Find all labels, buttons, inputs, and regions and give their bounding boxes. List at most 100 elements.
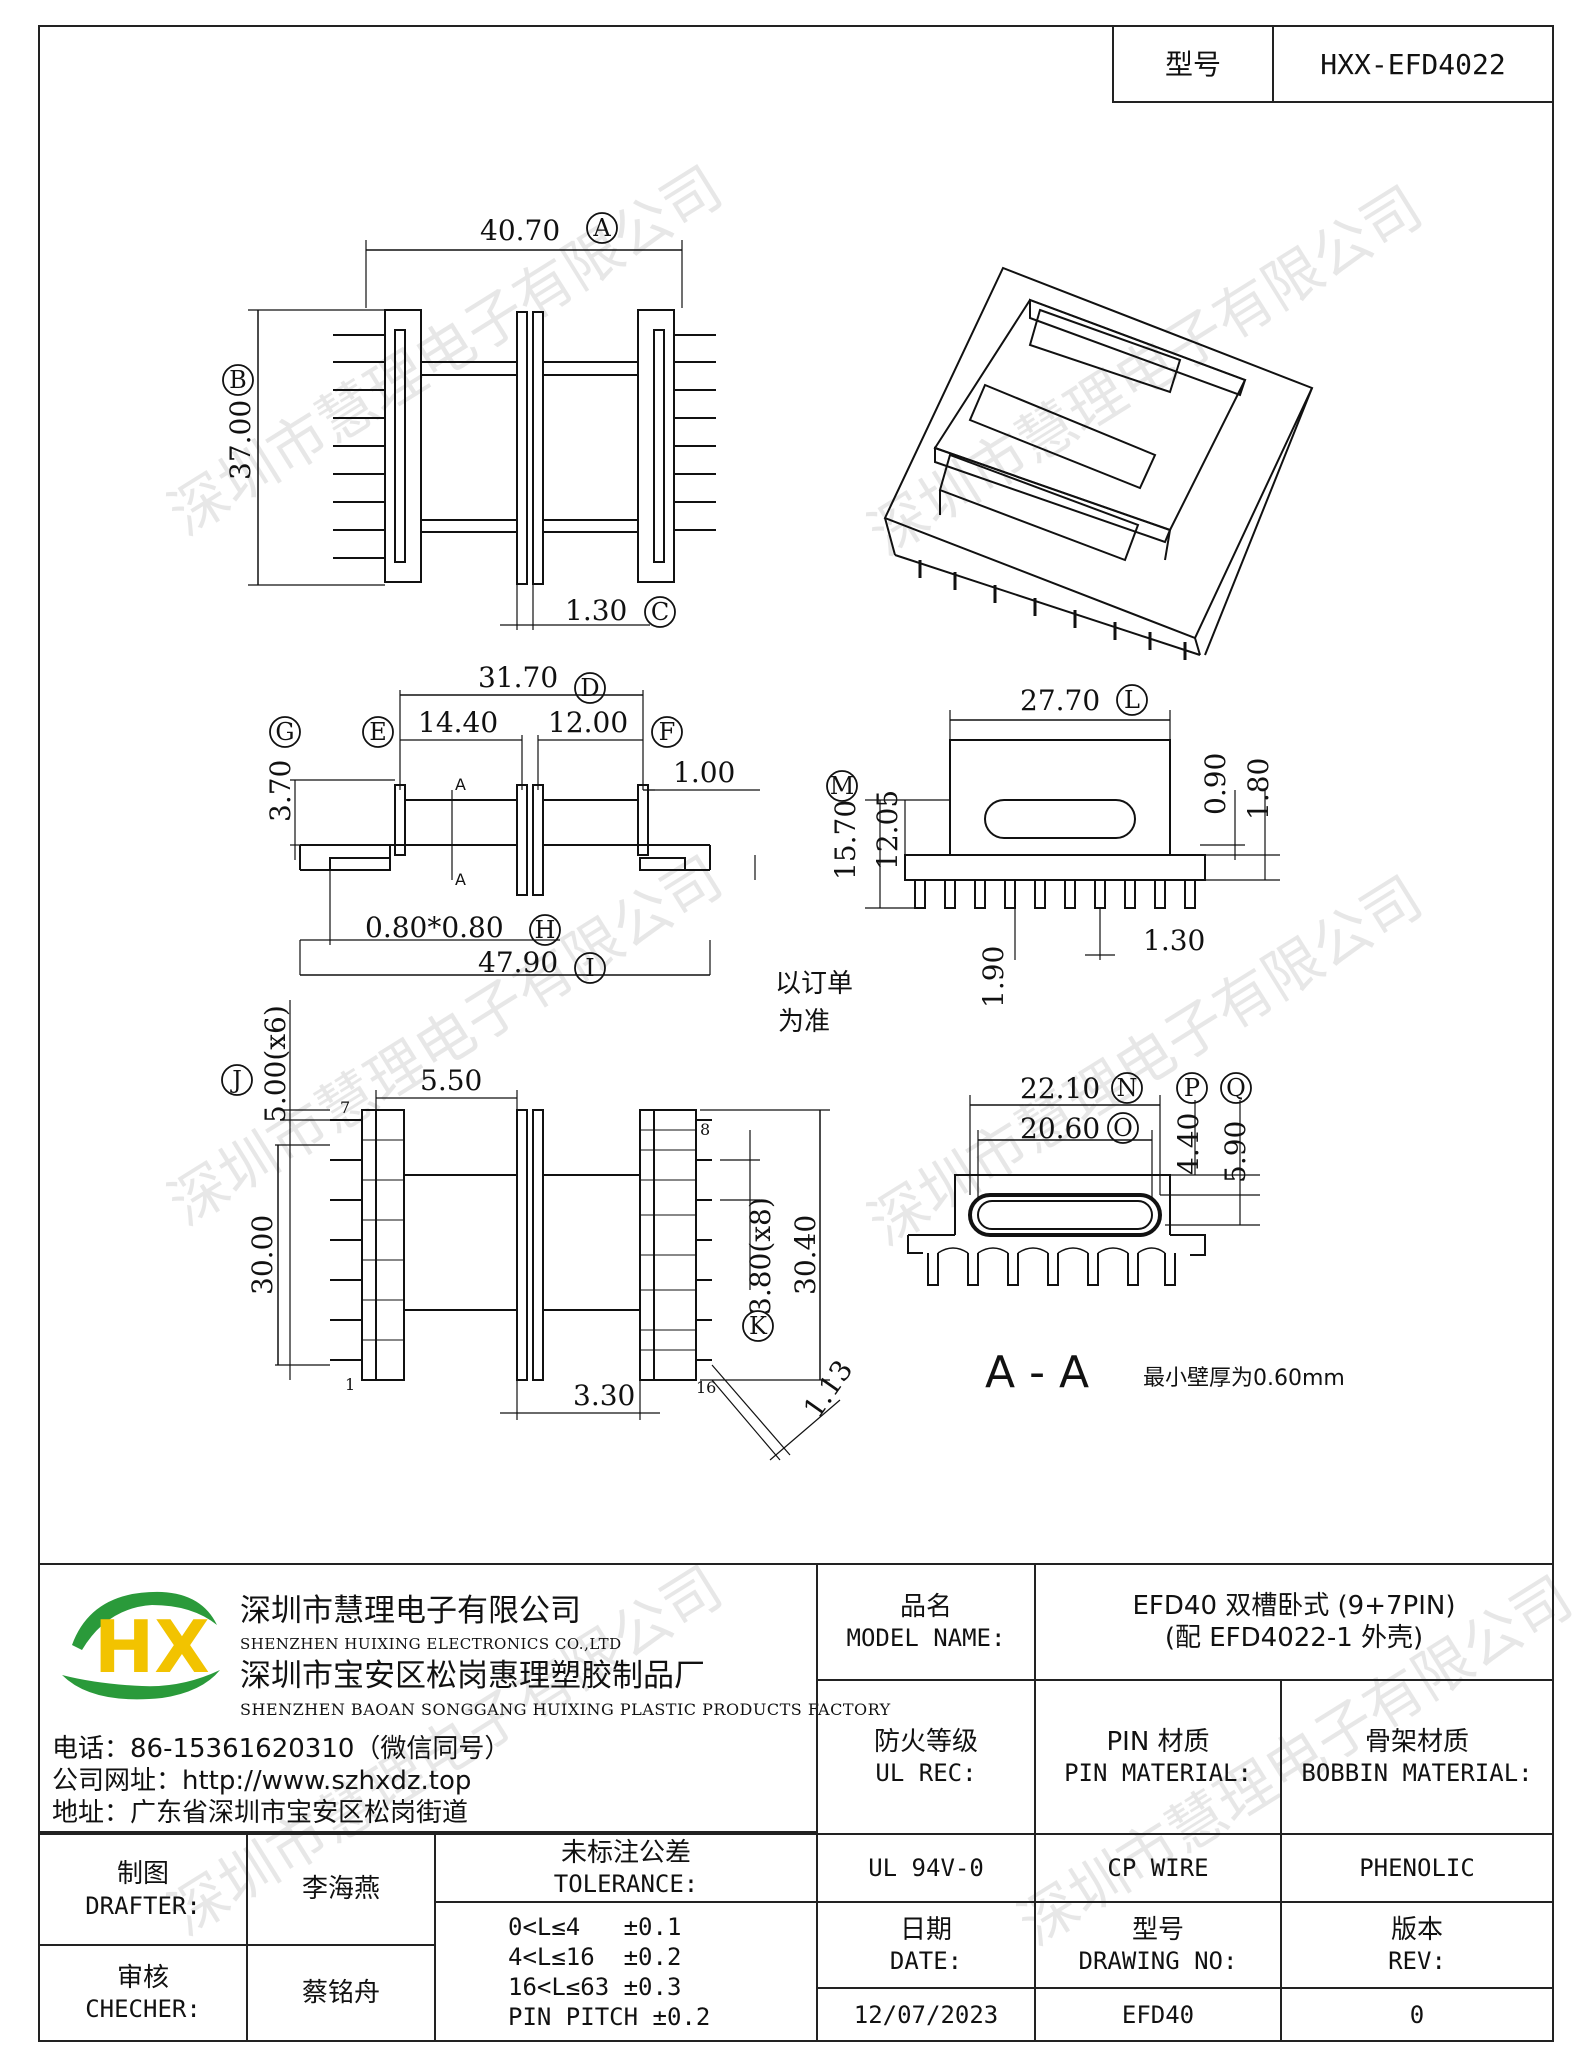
dim-1-13: 1.13	[797, 1354, 860, 1424]
circle-j: J	[229, 1066, 242, 1094]
bobbin-material-label-cell: 骨架材质 BOBBIN MATERIAL:	[1280, 1679, 1554, 1835]
technical-drawing: A B C D E F G H I J K L M N O P Q 40.70 …	[221, 212, 1345, 1461]
dim-3-70: 3.70	[264, 760, 297, 822]
wall-note: 最小壁厚为0.60mm	[1143, 1366, 1345, 1391]
section-mark-a-bottom: A	[455, 870, 466, 889]
dim-0-80: 0.80*0.80	[365, 911, 504, 944]
date-value: 12/07/2023	[853, 2000, 999, 2029]
circle-p: P	[1184, 1074, 1200, 1102]
model-value: HXX-EFD4022	[1320, 47, 1506, 81]
dim-47-90: 47.90	[478, 946, 558, 979]
company-name-en: SHENZHEN HUIXING ELECTRONICS CO.,LTD	[240, 1635, 622, 1653]
circle-e: E	[369, 718, 387, 746]
section-mark-a-top: A	[455, 775, 466, 794]
circle-a: A	[592, 214, 611, 242]
circle-f: F	[659, 718, 676, 746]
circle-n: N	[1117, 1074, 1138, 1102]
rev-value-cell: 0	[1280, 1987, 1554, 2042]
dim-12-00: 12.00	[548, 706, 628, 739]
model-name-value-cell: EFD40 双槽卧式 (9+7PIN) (配 EFD4022-1 外壳)	[1034, 1563, 1554, 1681]
drawing-no-label-cell: 型号 DRAWING NO:	[1034, 1901, 1282, 1989]
company-address: 地址：广东省深圳市宝安区松岗街道	[52, 1798, 469, 1828]
drawing-no-label-cn: 型号	[1131, 1914, 1184, 1945]
dim-5-90: 5.90	[1219, 1121, 1252, 1183]
tolerance-line-2: 4<L≤16 ±0.2	[508, 1942, 682, 1971]
bobbin-material-label-en: BOBBIN MATERIAL:	[1301, 1759, 1533, 1788]
dim-5-50: 5.50	[420, 1064, 482, 1097]
dimension-texts: 40.70 37.00 1.30 31.70 14.40 12.00 1.00 …	[224, 214, 1275, 1424]
dim-30-00: 30.00	[246, 1215, 279, 1295]
tolerance-line-3: 16<L≤63 ±0.3	[508, 1972, 682, 2001]
tolerance-label-cell: 未标注公差 TOLERANCE:	[434, 1833, 818, 1903]
checker-name-cell: 蔡铭舟	[246, 1944, 436, 2042]
dim-27-70: 27.70	[1020, 684, 1100, 717]
date-label-en: DATE:	[889, 1947, 963, 1976]
ul-rec-label-cell: 防火等级 UL REC:	[816, 1679, 1036, 1835]
dim-1-30-right: 1.30	[1143, 924, 1205, 957]
tolerance-label-cn: 未标注公差	[560, 1837, 691, 1868]
ul-rec-label-cn: 防火等级	[873, 1726, 978, 1757]
dim-5-00-x6: 5.00(x6)	[259, 1005, 292, 1123]
factory-name-en: SHENZHEN BAOAN SONGGANG HUIXING PLASTIC …	[240, 1700, 891, 1719]
company-phone: 电话：86-15361620310（微信同号）	[52, 1734, 511, 1764]
pin-material-label-cn: PIN 材质	[1106, 1726, 1210, 1757]
dim-1-00: 1.00	[673, 756, 735, 789]
drafter-label-cell: 制图 DRAFTER:	[38, 1833, 248, 1946]
circle-b: B	[229, 366, 247, 394]
bottom-view	[275, 1000, 841, 1461]
dim-40-70: 40.70	[480, 214, 560, 247]
dim-31-70: 31.70	[478, 661, 558, 694]
model-name-line1: EFD40 双槽卧式 (9+7PIN)	[1132, 1590, 1456, 1621]
model-name-label-cn: 品名	[899, 1591, 952, 1622]
dim-12-05: 12.05	[871, 790, 904, 870]
dim-30-40: 30.40	[789, 1215, 822, 1295]
tolerance-values-cell: 0<L≤4 ±0.1 4<L≤16 ±0.2 16<L≤63 ±0.3 PIN …	[434, 1901, 818, 2042]
drafter-label-en: DRAFTER:	[85, 1891, 201, 1920]
circle-o: O	[1113, 1114, 1133, 1142]
rev-label-en: REV:	[1388, 1947, 1446, 1976]
checker-label-cn: 审核	[116, 1962, 169, 1993]
circle-h: H	[535, 916, 556, 944]
order-note-1: 以订单	[775, 969, 853, 999]
dim-3-30: 3.30	[573, 1379, 635, 1412]
model-label: 型号	[1164, 47, 1221, 81]
factory-name-cn: 深圳市宝安区松岗惠理塑胶制品厂	[240, 1658, 705, 1694]
model-value-cell: HXX-EFD4022	[1272, 25, 1554, 103]
pin-material-label-en: PIN MATERIAL:	[1064, 1759, 1252, 1788]
pin-material-value-cell: CP WIRE	[1034, 1833, 1282, 1903]
pin-material-value: CP WIRE	[1107, 1854, 1209, 1882]
end-view	[865, 710, 1280, 960]
bobbin-material-value: PHENOLIC	[1359, 1854, 1475, 1882]
circle-m: M	[830, 772, 855, 800]
tolerance-line-1: 0<L≤4 ±0.1	[508, 1912, 682, 1941]
order-note-2: 为准	[778, 1007, 830, 1037]
checker-label-en: CHECHER:	[85, 1995, 201, 2024]
pin-material-label-cell: PIN 材质 PIN MATERIAL:	[1034, 1679, 1282, 1835]
circle-q: Q	[1226, 1074, 1246, 1102]
drawing-no-label-en: DRAWING NO:	[1078, 1947, 1238, 1976]
pin-labels: 7 8 1 16	[340, 1098, 716, 1397]
section-view	[907, 1095, 1260, 1286]
ul-rec-label-en: UL REC:	[875, 1759, 977, 1788]
top-view	[248, 240, 716, 630]
drawing-no-value-cell: EFD40	[1034, 1987, 1282, 2042]
logo-text: HX	[94, 1605, 210, 1689]
date-value-cell: 12/07/2023	[816, 1987, 1036, 2042]
rev-label-cn: 版本	[1390, 1914, 1443, 1945]
pin-label-7: 7	[340, 1098, 350, 1117]
checker-name: 蔡铭舟	[301, 1977, 380, 2008]
model-name-label-cell: 品名 MODEL NAME:	[816, 1563, 1036, 1681]
iso-view	[883, 266, 1314, 660]
tolerance-line-4: PIN PITCH ±0.2	[508, 2002, 711, 2031]
circle-k: K	[749, 1312, 768, 1340]
circle-i: I	[585, 954, 594, 982]
dim-3-80-x8: 3.80(x8)	[744, 1197, 777, 1315]
dim-14-40: 14.40	[418, 706, 498, 739]
checker-label-cell: 审核 CHECHER:	[38, 1944, 248, 2042]
dim-15-70: 15.70	[829, 800, 862, 880]
model-name-line2: (配 EFD4022-1 外壳)	[1164, 1623, 1424, 1653]
bobbin-material-label-cn: 骨架材质	[1364, 1726, 1469, 1757]
dim-20-60: 20.60	[1020, 1112, 1100, 1145]
section-label: A - A	[985, 1347, 1089, 1398]
dim-4-40: 4.40	[1172, 1113, 1205, 1175]
